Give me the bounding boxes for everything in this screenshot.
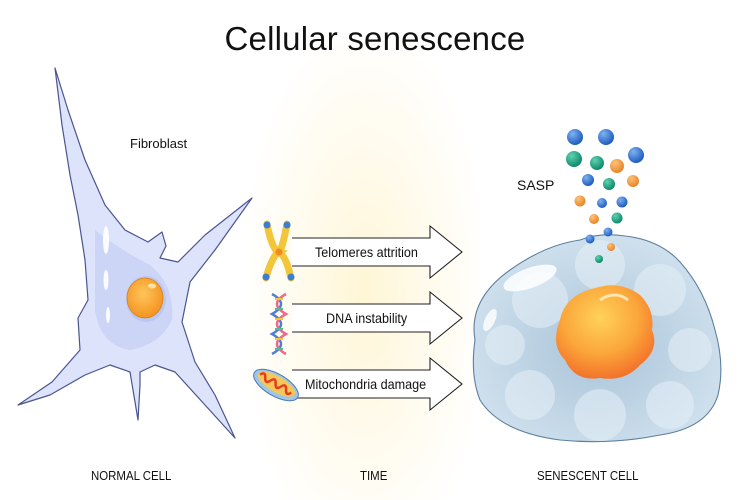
sasp-particles: [566, 129, 644, 263]
sasp-label: SASP: [517, 177, 555, 193]
mitochondrion-icon: [253, 368, 299, 402]
diagram-title: Cellular senescence: [224, 20, 526, 57]
normal-cell-caption: NORMAL CELL: [91, 468, 172, 483]
senescent-nucleus: [556, 285, 655, 379]
senescent-cell: [472, 234, 722, 443]
fibroblast-nucleus: [126, 277, 164, 319]
arrow-mitochondria: [292, 356, 463, 412]
cause-label: Mitochondria damage: [305, 376, 427, 392]
arrows: [292, 224, 463, 412]
chromosome-icon: [262, 220, 295, 282]
senescent-cell-caption: SENESCENT CELL: [537, 468, 639, 483]
cause-label: Telomeres attrition: [315, 244, 418, 260]
fibroblast-membrane: [17, 67, 253, 439]
time-caption: TIME: [360, 468, 388, 483]
fibroblast-cell: [17, 67, 253, 439]
arrow-dna: [292, 290, 463, 346]
dna-helix-icon: [269, 292, 289, 356]
cause-label: DNA instability: [326, 310, 408, 326]
fibroblast-label: Fibroblast: [130, 136, 188, 151]
arrow-telomeres: [292, 224, 463, 280]
